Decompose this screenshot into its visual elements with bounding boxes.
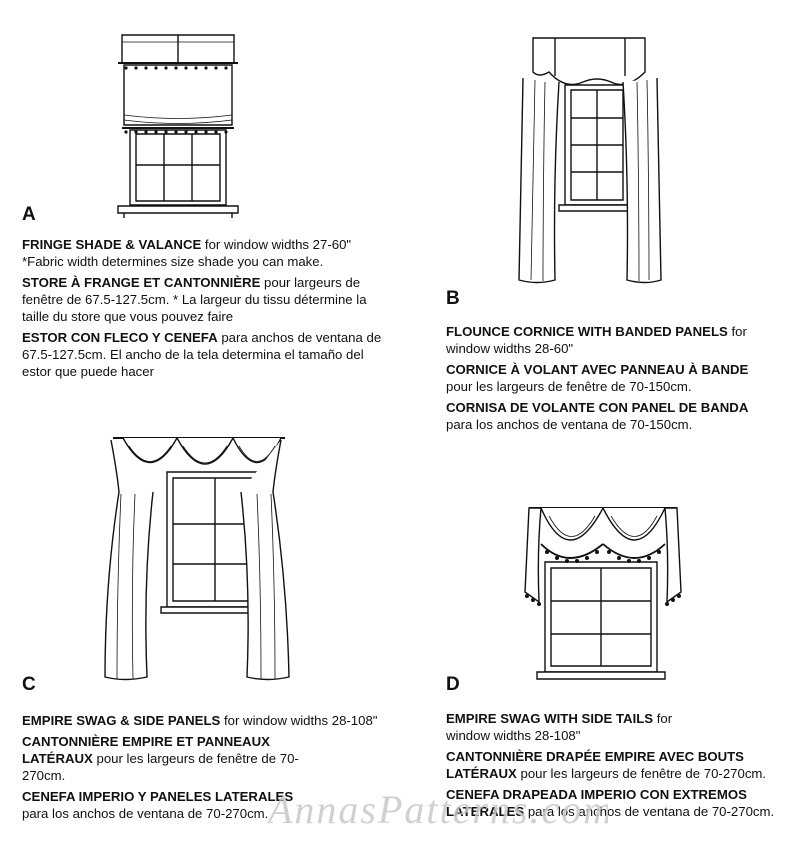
section-a-line-3: ESTOR CON FLECO Y CENEFA para anchos de … xyxy=(22,330,382,379)
section-b-line-1: FLOUNCE CORNICE WITH BANDED PANELS for w… xyxy=(446,324,747,356)
section-b-line-3: CORNISA DE VOLANTE CON PANEL DE BANDA pa… xyxy=(446,400,749,432)
illustration-fringe-shade-valance xyxy=(112,30,262,225)
section-c-line-3: CENEFA IMPERIO Y PANELES LATERALES para … xyxy=(22,789,294,821)
section-b-line-2: CORNICE À VOLANT AVEC PANNEAU À BANDE po… xyxy=(446,362,749,394)
section-letter-b: B xyxy=(446,288,460,309)
section-d-description: EMPIRE SWAG WITH SIDE TAILS for window w… xyxy=(446,710,796,824)
section-a-line-1: FRINGE SHADE & VALANCE for window widths… xyxy=(22,237,352,269)
watermark: AnnasPatterns.com xyxy=(268,787,608,832)
section-letter-a: A xyxy=(22,204,36,225)
section-letter-c: C xyxy=(22,674,36,695)
illustration-empire-swag-side-panels xyxy=(95,432,300,687)
section-c-line-1: EMPIRE SWAG & SIDE PANELS for window wid… xyxy=(22,713,378,728)
section-b-description: FLOUNCE CORNICE WITH BANDED PANELS for w… xyxy=(446,323,766,437)
section-d-line-1: EMPIRE SWAG WITH SIDE TAILS for window w… xyxy=(446,711,673,743)
section-a-description: FRINGE SHADE & VALANCE for window widths… xyxy=(22,236,394,384)
section-d-line-3: CENEFA DRAPEADA IMPERIO CON EXTREMOS LAT… xyxy=(446,787,775,819)
section-c-description: EMPIRE SWAG & SIDE PANELS for window wid… xyxy=(22,712,422,826)
illustration-empire-swag-side-tails xyxy=(515,502,695,692)
section-letter-d: D xyxy=(446,674,460,695)
section-a-line-2: STORE À FRANGE ET CANTONNIÈRE pour large… xyxy=(22,275,367,324)
section-c-line-2: CANTONNIÈRE EMPIRE ET PANNEAUX LATÉRAUX … xyxy=(22,734,299,783)
illustration-flounce-cornice xyxy=(515,30,665,295)
section-d-line-2: CANTONNIÈRE DRAPÉE EMPIRE AVEC BOUTS LAT… xyxy=(446,749,767,781)
